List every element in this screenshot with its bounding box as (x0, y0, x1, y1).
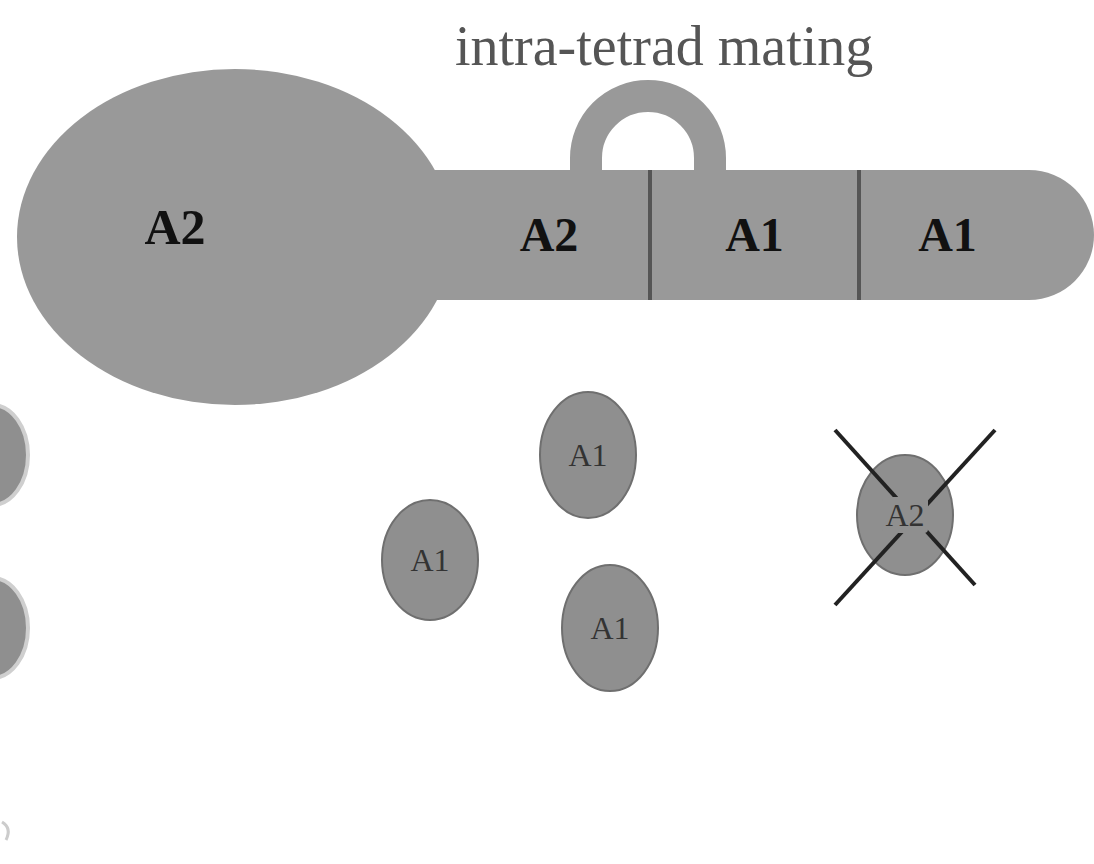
mating-type-label: A1 (918, 211, 977, 259)
mating-type-label: A1 (568, 439, 607, 471)
spore-circle: A2 (855, 453, 955, 577)
mating-type-label: A2 (520, 211, 579, 259)
partial-spore (0, 405, 28, 505)
spore-circle: A1 (538, 390, 638, 520)
partial-spore (0, 578, 28, 678)
mating-bridge (586, 96, 710, 176)
spore-circle: A1 (560, 563, 660, 693)
mating-type-label: A1 (590, 612, 629, 644)
ascus-segment: A1 (857, 170, 1094, 300)
mating-type-label: A2 (144, 202, 205, 252)
zygote-outline (15, 67, 455, 407)
mating-type-label: A1 (725, 211, 784, 259)
diagram-title: intra-tetrad mating (455, 18, 873, 74)
corner-mark (2, 822, 8, 840)
mating-type-label: A1 (410, 544, 449, 576)
zygote-cell: A2 (15, 67, 455, 407)
ascus-segment: A2 (420, 170, 648, 300)
ascus-segment: A1 (648, 170, 857, 300)
mating-type-label: A2 (882, 497, 927, 533)
spore-circle: A1 (380, 498, 480, 622)
